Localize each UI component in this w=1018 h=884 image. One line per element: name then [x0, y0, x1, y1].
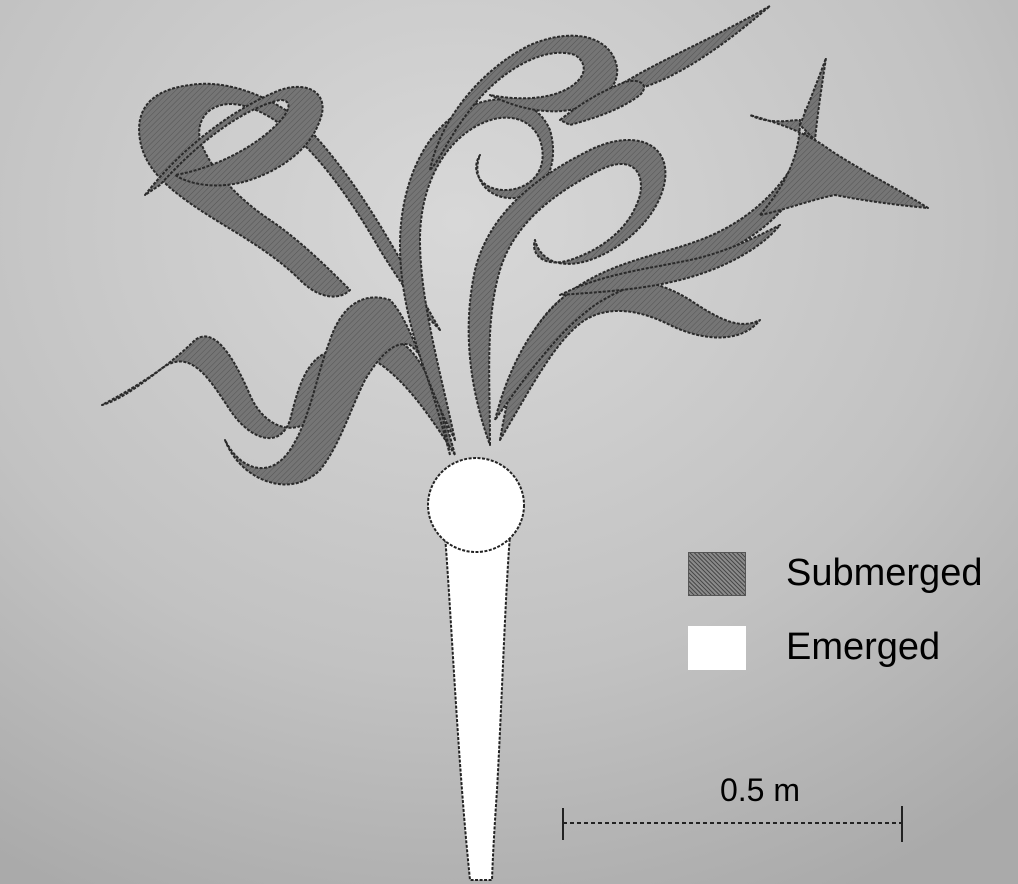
legend-swatch-submerged — [688, 552, 746, 596]
legend: Submerged Emerged — [688, 548, 1018, 696]
legend-item-emerged: Emerged — [688, 622, 1018, 696]
legend-swatch-emerged — [688, 626, 746, 670]
legend-item-submerged: Submerged — [688, 548, 1018, 622]
legend-label-submerged: Submerged — [786, 548, 982, 598]
scale-bar-label: 0.5 m — [660, 770, 860, 810]
pneumatocyst — [428, 458, 524, 552]
legend-label-emerged: Emerged — [786, 622, 940, 672]
